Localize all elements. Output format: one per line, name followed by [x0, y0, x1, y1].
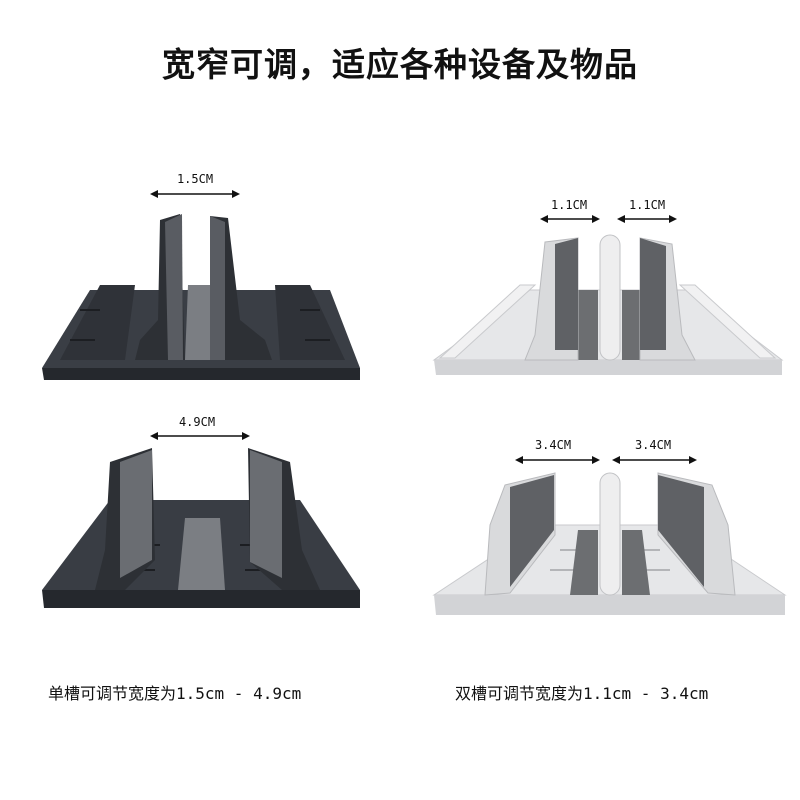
dark-stand-narrow-image [42, 214, 360, 380]
page-title: 宽窄可调，适应各种设备及物品 [162, 45, 638, 84]
silver-stand-wide-image [432, 472, 787, 615]
silver-stand-narrow-image [432, 234, 784, 375]
silver-bottom-right-measure-label: 3.4CM [634, 438, 672, 452]
dark-top-measure-label: 1.5CM [176, 172, 214, 186]
silver-top-left-measure-arrow [540, 215, 600, 223]
dark-bottom-measure-arrow [150, 432, 250, 440]
silver-top-left-measure-label: 1.1CM [550, 198, 588, 212]
silver-bottom-right-measure-arrow [612, 456, 697, 464]
silver-bottom-left-measure-arrow [515, 456, 600, 464]
silver-top-right-measure-arrow [617, 215, 677, 223]
dark-stand-wide-image [42, 448, 360, 608]
dark-top-measure-arrow [150, 190, 240, 198]
silver-top-right-measure-label: 1.1CM [628, 198, 666, 212]
single-slot-caption: 单槽可调节宽度为1.5cm - 4.9cm [48, 684, 302, 703]
dark-bottom-measure-label: 4.9CM [178, 415, 216, 429]
silver-bottom-left-measure-label: 3.4CM [534, 438, 572, 452]
double-slot-caption: 双槽可调节宽度为1.1cm - 3.4cm [455, 684, 709, 703]
